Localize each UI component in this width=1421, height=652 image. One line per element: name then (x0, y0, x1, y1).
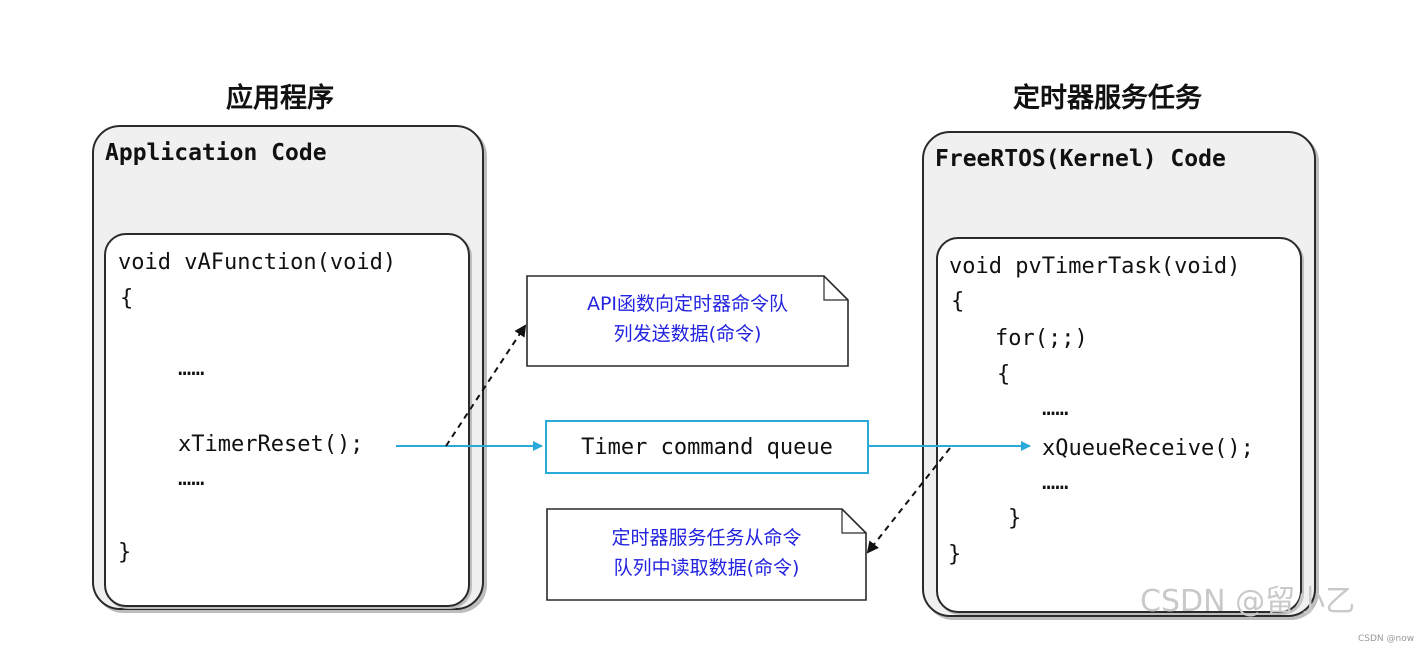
pvtimertask-code-block (936, 237, 1302, 613)
pvtimertask-ellipsis-1: …… (1042, 396, 1069, 421)
vafunction-signature: void vAFunction(void) (118, 250, 397, 275)
csdn-watermark: CSDN @留小乙 (1140, 584, 1356, 619)
csdn-watermark-small: CSDN @now (1358, 634, 1415, 644)
timer-command-queue: Timer command queue (545, 420, 869, 474)
vafunction-ellipsis-2: …… (178, 466, 205, 491)
xqueuereceive-call: xQueueReceive(); (1042, 436, 1254, 461)
pvtimertask-signature: void pvTimerTask(void) (949, 254, 1241, 279)
vafunction-ellipsis-1: …… (178, 356, 205, 381)
read-note-text: 定时器服务任务从命令 队列中读取数据(命令) (547, 523, 866, 583)
pvtimertask-open-brace: { (951, 289, 965, 314)
read-note-line-1: 定时器服务任务从命令 (611, 527, 802, 549)
for-loop-close-brace: } (1008, 506, 1022, 531)
pvtimertask-close-brace: } (948, 542, 962, 567)
pvtimertask-ellipsis-2: …… (1042, 470, 1069, 495)
send-note-pointer (445, 324, 527, 447)
kernel-section-title: 定时器服务任务 (1013, 83, 1202, 114)
freertos-kernel-code-title: FreeRTOS(Kernel) Code (935, 146, 1226, 172)
vafunction-code-block (104, 233, 470, 607)
send-note-shape (526, 275, 849, 367)
app-section-title: 应用程序 (226, 83, 334, 114)
vafunction-close-brace: } (118, 540, 132, 565)
send-note-line-2: 列发送数据(命令) (613, 323, 762, 345)
xtimerreset-call: xTimerReset(); (178, 432, 364, 457)
read-note-line-2: 队列中读取数据(命令) (613, 557, 800, 579)
vafunction-open-brace: { (120, 286, 134, 311)
application-code-title: Application Code (105, 140, 327, 166)
send-note-line-1: API函数向定时器命令队 (586, 293, 789, 315)
send-note-text: API函数向定时器命令队 列发送数据(命令) (527, 289, 848, 349)
for-loop-open-brace: { (997, 362, 1011, 387)
read-note-pointer (866, 447, 951, 554)
read-note-shape (546, 508, 867, 601)
for-loop-statement: for(;;) (995, 326, 1088, 351)
